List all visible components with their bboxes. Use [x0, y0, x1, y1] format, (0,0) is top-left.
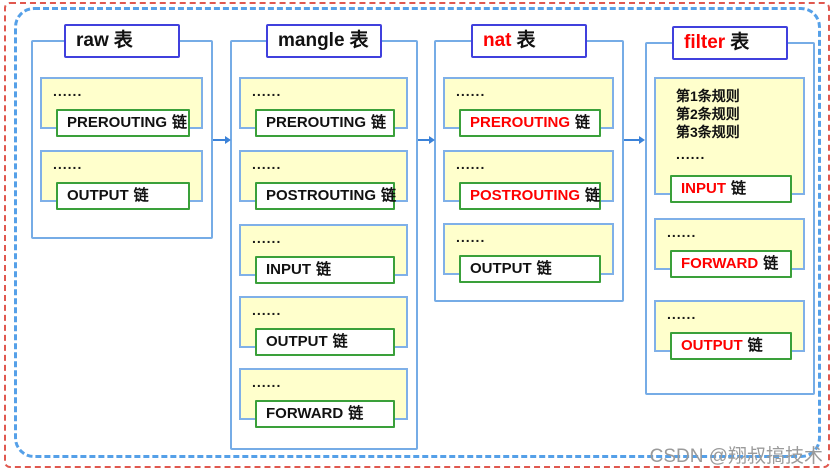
chain-suffix: 链 — [747, 337, 763, 354]
ellipsis-text: ...... — [676, 146, 706, 162]
chain-group: 第1条规则 第2条规则 第3条规则 ...... INPUT 链 — [654, 77, 805, 203]
ellipsis-text: ...... — [252, 230, 282, 246]
ellipsis-text: ...... — [53, 156, 83, 172]
chain-suffix: 链 — [172, 114, 188, 131]
table-filter-title-en: filter — [684, 32, 726, 53]
ellipsis-text: ...... — [252, 156, 282, 172]
table-nat-title-en: nat — [483, 30, 512, 51]
chain-label-box: INPUT 链 — [255, 256, 395, 284]
chain-suffix: 链 — [133, 187, 149, 204]
chain-name: FORWARD — [681, 255, 759, 272]
chain-suffix: 链 — [731, 180, 747, 197]
flow-arrow-raw-to-mangle-icon — [213, 136, 231, 144]
inner-dashed-frame — [14, 7, 821, 458]
chain-name: OUTPUT — [681, 337, 743, 354]
chain-name: PREROUTING — [266, 114, 367, 131]
chain-name: PREROUTING — [470, 114, 571, 131]
chain-name: INPUT — [266, 261, 311, 278]
ellipsis-text: ...... — [252, 302, 282, 318]
chain-suffix: 链 — [348, 405, 364, 422]
ellipsis-text: ...... — [456, 229, 486, 245]
chain-name: PREROUTING — [67, 114, 168, 131]
flow-arrow-mangle-to-nat-icon — [418, 136, 435, 144]
chain-group: ...... INPUT 链 — [239, 224, 408, 284]
chain-name: OUTPUT — [266, 333, 328, 350]
table-nat-title-zh: 表 — [516, 30, 536, 51]
chain-label-box: INPUT 链 — [670, 175, 792, 203]
table-raw-title-en: raw — [76, 30, 109, 51]
rule-item: 第3条规则 — [676, 124, 740, 140]
chain-name: POSTROUTING — [470, 187, 581, 204]
ellipsis-text: ...... — [667, 306, 697, 322]
chain-name: FORWARD — [266, 405, 344, 422]
ellipsis-text: ...... — [456, 83, 486, 99]
chain-suffix: 链 — [536, 260, 552, 277]
table-filter-title-zh: 表 — [730, 32, 750, 53]
chain-name: OUTPUT — [470, 260, 532, 277]
ellipsis-text: ...... — [53, 83, 83, 99]
chain-suffix: 链 — [585, 187, 601, 204]
flow-arrow-nat-to-filter-icon — [624, 136, 645, 144]
csdn-watermark: CSDN @翔叔搞技术 — [649, 446, 823, 467]
chain-suffix: 链 — [371, 114, 387, 131]
chain-suffix: 链 — [763, 255, 779, 272]
chain-suffix: 链 — [332, 333, 348, 350]
outer-dashed-frame — [4, 2, 830, 468]
ellipsis-text: ...... — [456, 156, 486, 172]
rule-list: 第1条规则 第2条规则 第3条规则 ...... — [676, 87, 740, 163]
table-mangle-title-en: mangle — [278, 30, 345, 51]
ellipsis-text: ...... — [667, 224, 697, 240]
chain-suffix: 链 — [316, 261, 332, 278]
table-raw-title-zh: 表 — [113, 30, 133, 51]
ellipsis-text: ...... — [252, 374, 282, 390]
chain-name: INPUT — [681, 180, 726, 197]
rule-item: 第1条规则 — [676, 88, 740, 104]
table-mangle-title-zh: 表 — [349, 30, 369, 51]
chain-name: OUTPUT — [67, 187, 129, 204]
chain-suffix: 链 — [575, 114, 591, 131]
rule-item: 第2条规则 — [676, 106, 740, 122]
ellipsis-text: ...... — [252, 83, 282, 99]
chain-name: POSTROUTING — [266, 187, 377, 204]
chain-suffix: 链 — [381, 187, 397, 204]
